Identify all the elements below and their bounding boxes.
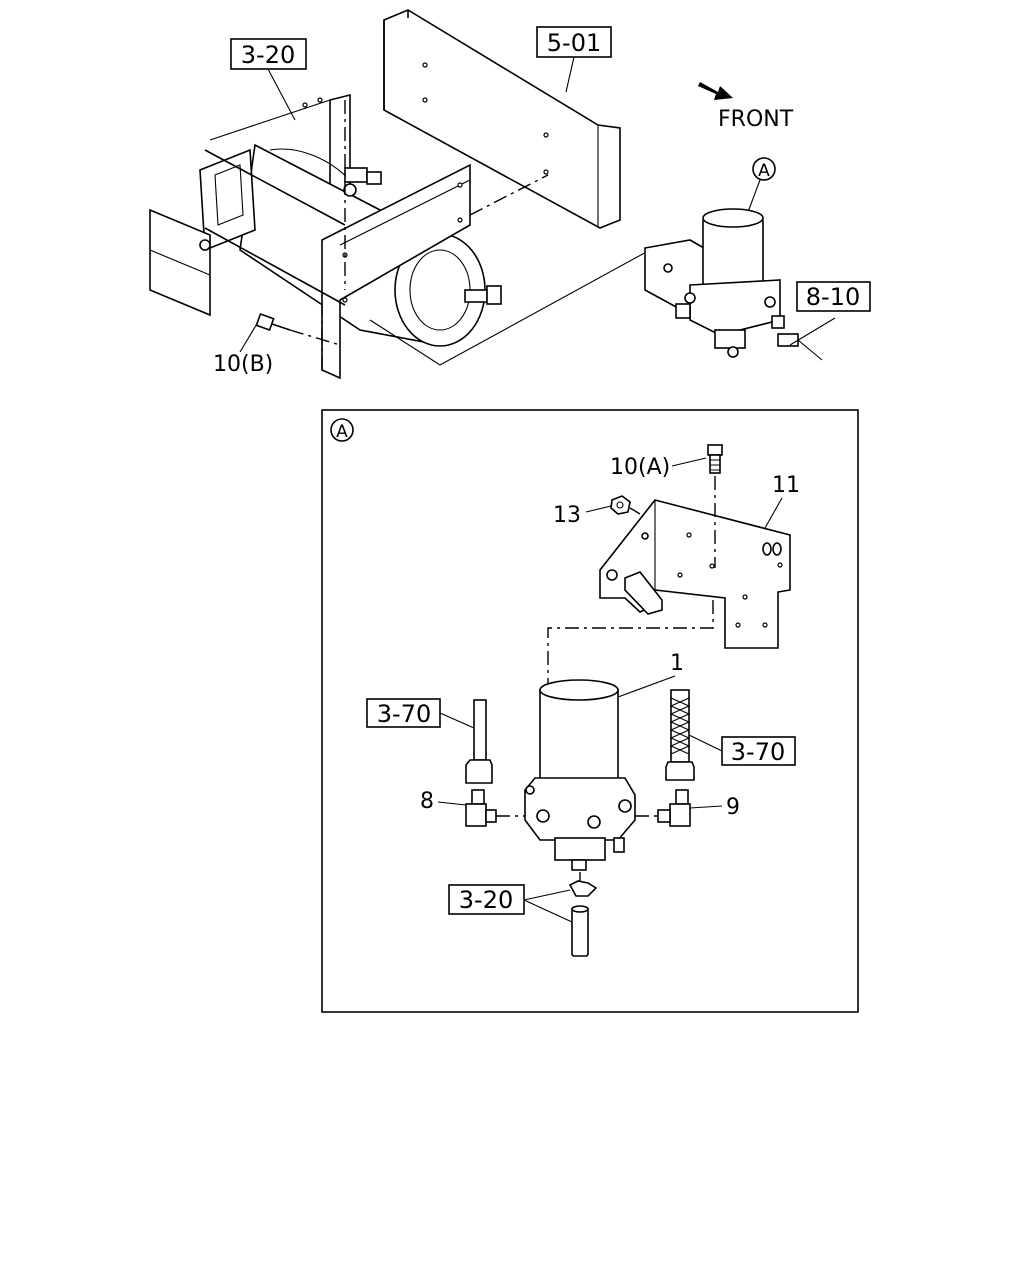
leader-line [671, 457, 707, 467]
part-10b-label: 10(B) [213, 352, 273, 377]
ref-5-01-label: 5-01 [547, 29, 601, 57]
front-indicator: FRONT [698, 82, 794, 132]
callout-a-top-label: A [758, 161, 770, 181]
leader-line [764, 497, 783, 529]
detail-view-a: A 10(A) 13 [321, 409, 859, 1013]
guide-line [547, 600, 714, 690]
ref-box-3-20-top: 3-20 [230, 38, 307, 121]
part-9-label: 9 [726, 795, 740, 820]
callout-a-detail-label: A [336, 422, 348, 442]
elbow-fitting-9 [657, 789, 691, 827]
part-10a-label: 10(A) [610, 455, 670, 480]
ref-3-20-bottom-label: 3-20 [459, 886, 513, 914]
air-dryer-1 [524, 679, 636, 871]
drain-fitting [568, 872, 598, 957]
elbow-fitting-8 [465, 789, 497, 827]
part-11-label: 11 [772, 473, 800, 498]
ref-box-3-70-left: 3-70 [366, 698, 475, 729]
air-dryer-assembly-small [644, 208, 836, 361]
bolt-10a [707, 444, 723, 474]
dryer-bracket-assembly-top [149, 93, 502, 380]
leader-line [239, 321, 259, 353]
ref-box-3-20-bottom: 3-20 [448, 884, 573, 923]
nut-13 [610, 495, 631, 515]
part-13-label: 13 [553, 503, 581, 528]
arrow-icon [698, 82, 733, 100]
ref-3-70-left-label: 3-70 [377, 700, 431, 728]
ref-box-5-01: 5-01 [536, 26, 612, 93]
leader-line [369, 249, 651, 366]
hose-right [665, 689, 695, 781]
bracket-11 [599, 499, 791, 649]
ref-8-10-label: 8-10 [806, 283, 860, 311]
part-8-label: 8 [420, 789, 434, 814]
ref-3-70-right-label: 3-70 [731, 738, 785, 766]
guide-line [469, 174, 549, 216]
front-label: FRONT [718, 107, 794, 132]
part-1-label: 1 [670, 651, 684, 676]
callout-a-top: A [747, 157, 776, 213]
ref-box-8-10: 8-10 [796, 281, 871, 312]
hose-left [465, 699, 493, 784]
frame-rail-5-01 [383, 9, 621, 229]
ref-3-20-top-label: 3-20 [241, 41, 295, 69]
guide-line [289, 329, 341, 346]
leader-line [617, 675, 676, 698]
leader-line [689, 805, 723, 809]
leader-line [585, 505, 612, 513]
ref-box-3-70-right: 3-70 [688, 734, 796, 766]
leader-line [437, 801, 467, 806]
